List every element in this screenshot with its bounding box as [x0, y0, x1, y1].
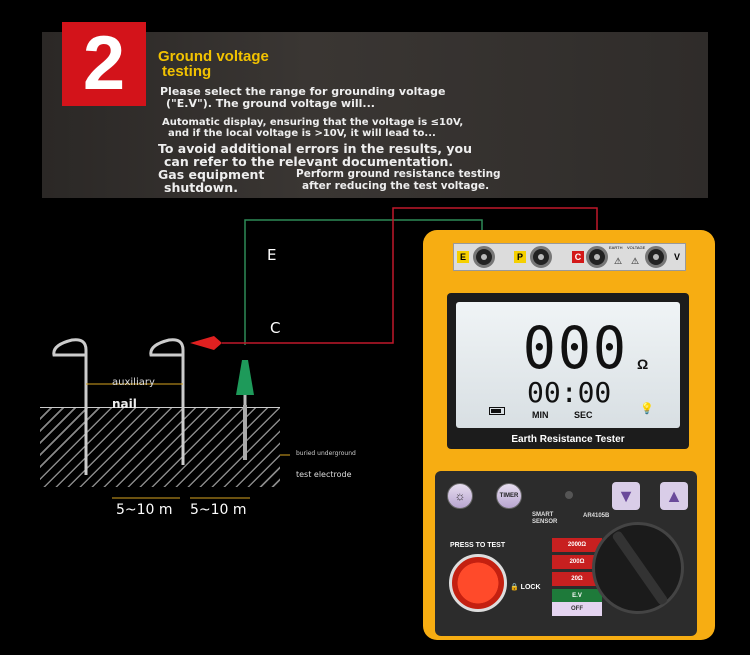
brand-logo: SMART SENSOR — [532, 512, 558, 525]
instruction-2: Automatic display, ensuring that the vol… — [162, 117, 464, 139]
info-banner — [42, 32, 708, 198]
lcd-sec: SEC — [574, 410, 593, 420]
range-off[interactable]: OFF — [552, 602, 602, 616]
warning-icon: ⚠ — [631, 256, 640, 266]
terminal-v[interactable]: V — [643, 245, 685, 269]
device-name: Earth Resistance Tester — [511, 434, 625, 445]
distance-1: 5~10 m — [116, 502, 173, 518]
timer-button[interactable]: TIMER — [496, 483, 522, 509]
battery-icon — [489, 407, 505, 415]
label-nail: nail — [112, 397, 137, 411]
triangle-up-icon: ▲ — [665, 485, 683, 506]
title-line-1: Ground voltage — [158, 48, 269, 65]
backlight-button[interactable]: ☼ — [447, 483, 473, 509]
red-clip-icon — [190, 336, 222, 350]
instruction-4: Gas equipment shutdown. — [158, 167, 265, 195]
nail-icon — [52, 338, 88, 475]
jack-icon[interactable] — [645, 246, 667, 268]
indicator-led — [565, 491, 573, 499]
voltage-note: VOLTAGE — [627, 245, 646, 250]
down-button[interactable]: ▼ — [612, 482, 640, 510]
terminal-e[interactable]: E — [455, 245, 505, 269]
banner-title: Ground voltage testing — [158, 49, 318, 79]
ground-cross-section — [40, 407, 280, 487]
step-number: 2 — [82, 21, 126, 106]
range-2000[interactable]: 2000Ω — [552, 538, 602, 552]
label-buried: buried underground — [296, 450, 356, 457]
lcd-value: 000 — [522, 314, 628, 382]
red-wire — [222, 207, 598, 344]
range-200[interactable]: 200Ω — [552, 555, 602, 569]
earth-note: EARTH — [609, 245, 623, 250]
title-line-2: testing — [162, 63, 212, 80]
sun-icon: ☼ — [454, 489, 466, 503]
lcd-unit: Ω — [637, 356, 649, 372]
nail-icon — [149, 338, 185, 465]
range-20[interactable]: 20Ω — [552, 572, 602, 586]
backlight-icon: 💡 — [640, 403, 654, 415]
model-number: AR4105B — [583, 513, 610, 519]
triangle-down-icon: ▼ — [617, 485, 635, 506]
terminal-c[interactable]: C — [572, 245, 622, 269]
lcd-min: MIN — [532, 410, 549, 420]
step-badge: 2 — [62, 22, 146, 106]
test-knob[interactable] — [449, 554, 507, 612]
terminal-p[interactable]: P — [512, 245, 562, 269]
jack-icon[interactable] — [473, 246, 495, 268]
label-e: E — [267, 246, 277, 264]
label-auxiliary: auxiliary — [112, 377, 155, 388]
instruction-5: Perform ground resistance testing after … — [296, 168, 501, 192]
distance-2: 5~10 m — [190, 502, 247, 518]
range-selector-dial[interactable] — [592, 522, 684, 614]
label-c: C — [270, 319, 281, 337]
up-button[interactable]: ▲ — [660, 482, 688, 510]
label-test-electrode: test electrode — [296, 470, 352, 479]
instruction-1: Please select the range for grounding vo… — [160, 85, 446, 110]
jack-icon[interactable] — [530, 246, 552, 268]
instruction-3: To avoid additional errors in the result… — [158, 141, 473, 169]
lock-label: 🔒 LOCK — [510, 584, 541, 591]
warning-icon: ⚠ — [614, 256, 623, 266]
lcd-time: 00:00 — [527, 376, 612, 409]
jack-icon[interactable] — [586, 246, 608, 268]
lock-icon: 🔒 — [510, 584, 519, 591]
range-ev[interactable]: E.V — [552, 589, 602, 603]
green-clip-icon — [236, 360, 254, 395]
press-to-test-label: PRESS TO TEST — [450, 542, 506, 549]
